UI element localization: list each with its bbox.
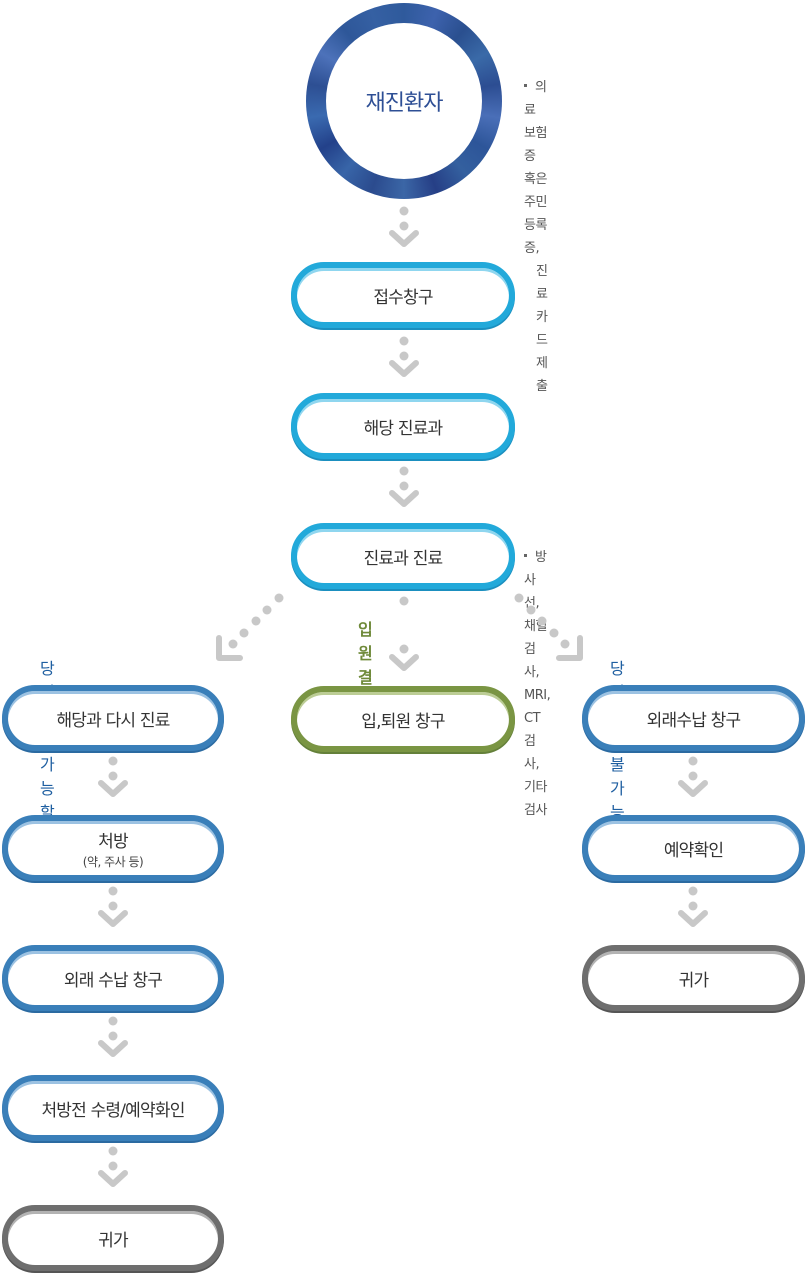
left-branch-connector (216, 593, 284, 661)
start-note: 의료 보험증 혹은 주민등록증, 진료 카드 제출 (524, 80, 548, 394)
step-admission-desk: 입,퇴원 창구 (291, 686, 515, 752)
down-arrow-connector (678, 886, 708, 927)
step-department: 해당 진료과 (291, 393, 515, 459)
down-arrow-connector (389, 336, 419, 377)
down-arrow-connector (98, 1016, 128, 1057)
down-arrow-connector (98, 886, 128, 927)
step-go-home-left: 귀가 (2, 1205, 224, 1271)
bullet-icon (524, 84, 527, 87)
step-revisit-department: 해당과 다시 진료 (2, 685, 224, 751)
start-node-revisit-patient: 재진환자 (306, 3, 502, 199)
step-appointment-confirm: 예약확인 (582, 815, 805, 881)
bullet-icon (524, 554, 527, 557)
step-reception-desk: 접수창구 (291, 262, 515, 328)
step-prescription-pickup: 처방전 수령/예약화인 (2, 1075, 224, 1141)
down-arrow-connector (389, 206, 419, 247)
down-arrow-connector (389, 466, 419, 507)
step-go-home-right: 귀가 (582, 945, 805, 1011)
treatment-note: 방사선, 채혈 검사, MRI, CT 검사, 기타검사 (524, 550, 551, 818)
step-outpatient-payment-right: 외래수납 창구 (582, 685, 805, 751)
step-department-treatment: 진료과 진료 (291, 523, 515, 589)
step-prescription: 처방 (약, 주사 등) (2, 815, 224, 881)
center-down-arrow (389, 644, 419, 671)
start-label: 재진환자 (365, 91, 444, 116)
right-branch-connector (514, 593, 583, 661)
down-arrow-connector (98, 1146, 128, 1187)
center-dot-connector (399, 596, 409, 606)
down-arrow-connector (678, 756, 708, 797)
step-outpatient-payment: 외래 수납 창구 (2, 945, 224, 1011)
down-arrow-connector (98, 756, 128, 797)
